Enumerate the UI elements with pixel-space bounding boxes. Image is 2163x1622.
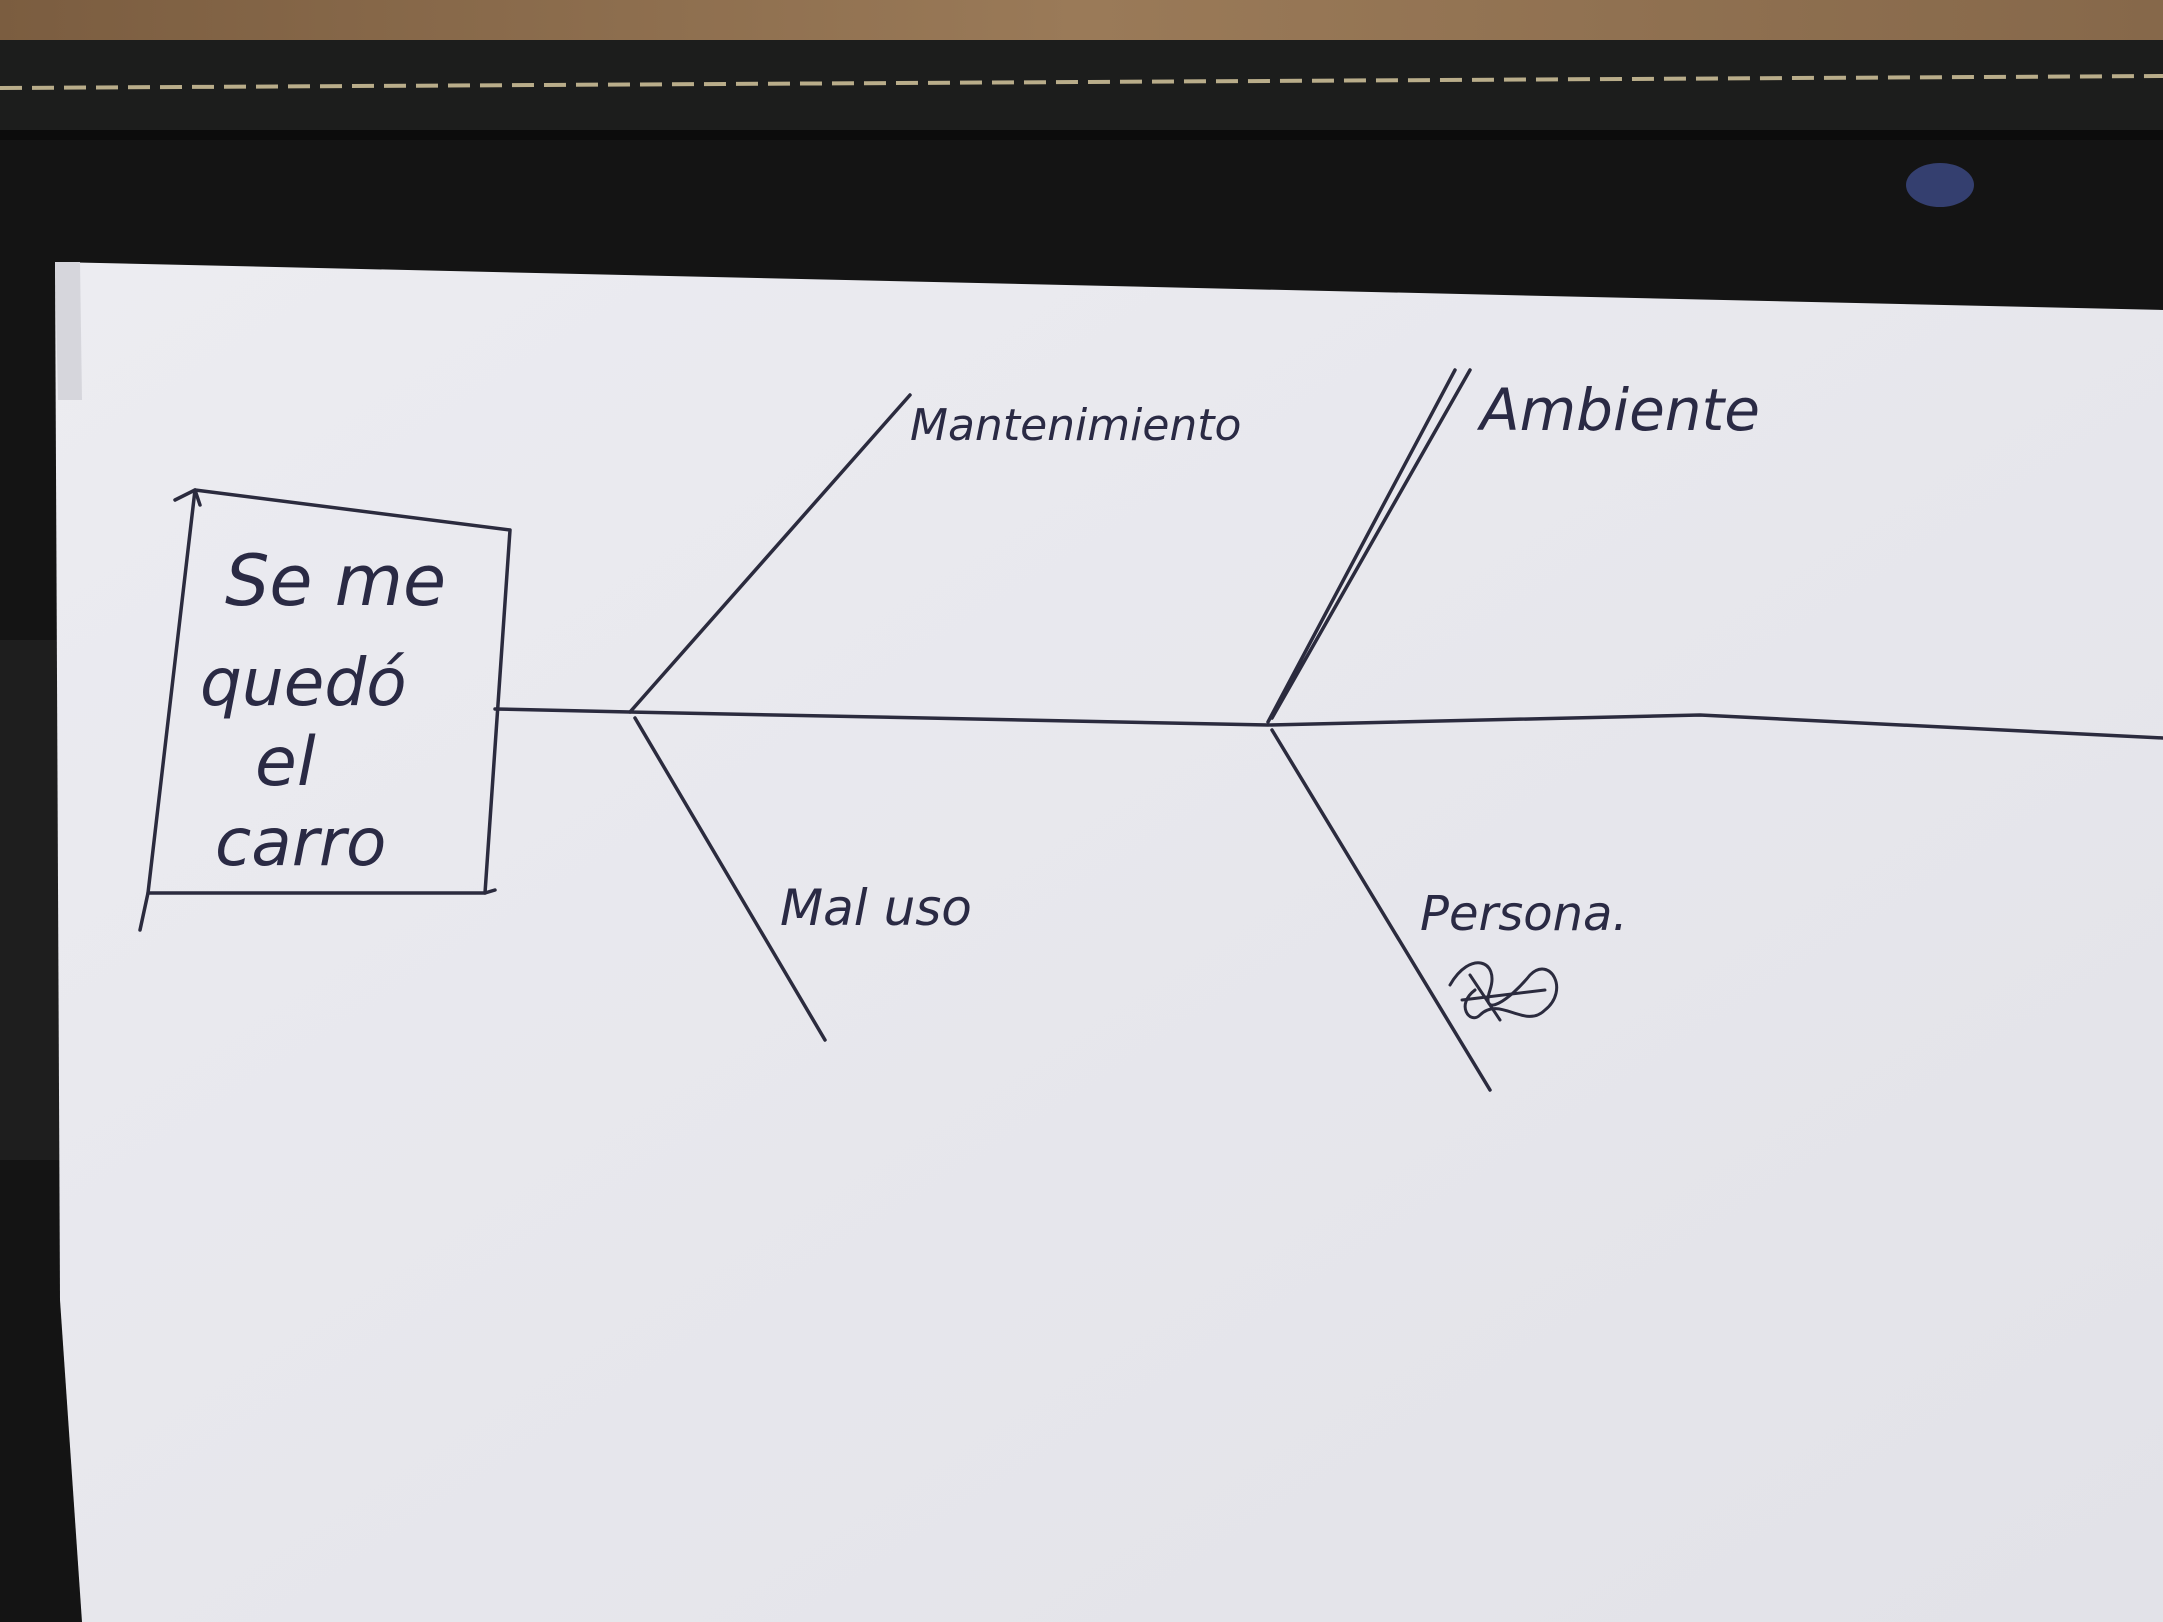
bone-mal-uso (633, 716, 827, 1042)
spine (493, 707, 2163, 740)
effect-text: Se me quedó el carro (200, 540, 446, 881)
effect-line-3: el (255, 723, 316, 802)
cause-label-persona: Persona. (1420, 886, 1628, 942)
cause-label-mal-uso: Mal uso (780, 879, 972, 937)
effect-line-4: carro (215, 804, 386, 881)
cause-label-mantenimiento: Mantenimiento (910, 400, 1241, 451)
effect-line-2: quedó (200, 644, 407, 721)
bone-persona (1270, 728, 1492, 1092)
bone-mantenimiento (628, 393, 912, 714)
effect-line-1: Se me (225, 540, 446, 622)
paper-sheet (55, 262, 2163, 1622)
ink-spot (1906, 163, 1974, 207)
cause-label-ambiente: Ambiente (1476, 376, 1760, 444)
bone-ambiente (1266, 368, 1472, 724)
scribble-mark (1448, 961, 1559, 1022)
fishbone-diagram (138, 368, 2163, 1092)
